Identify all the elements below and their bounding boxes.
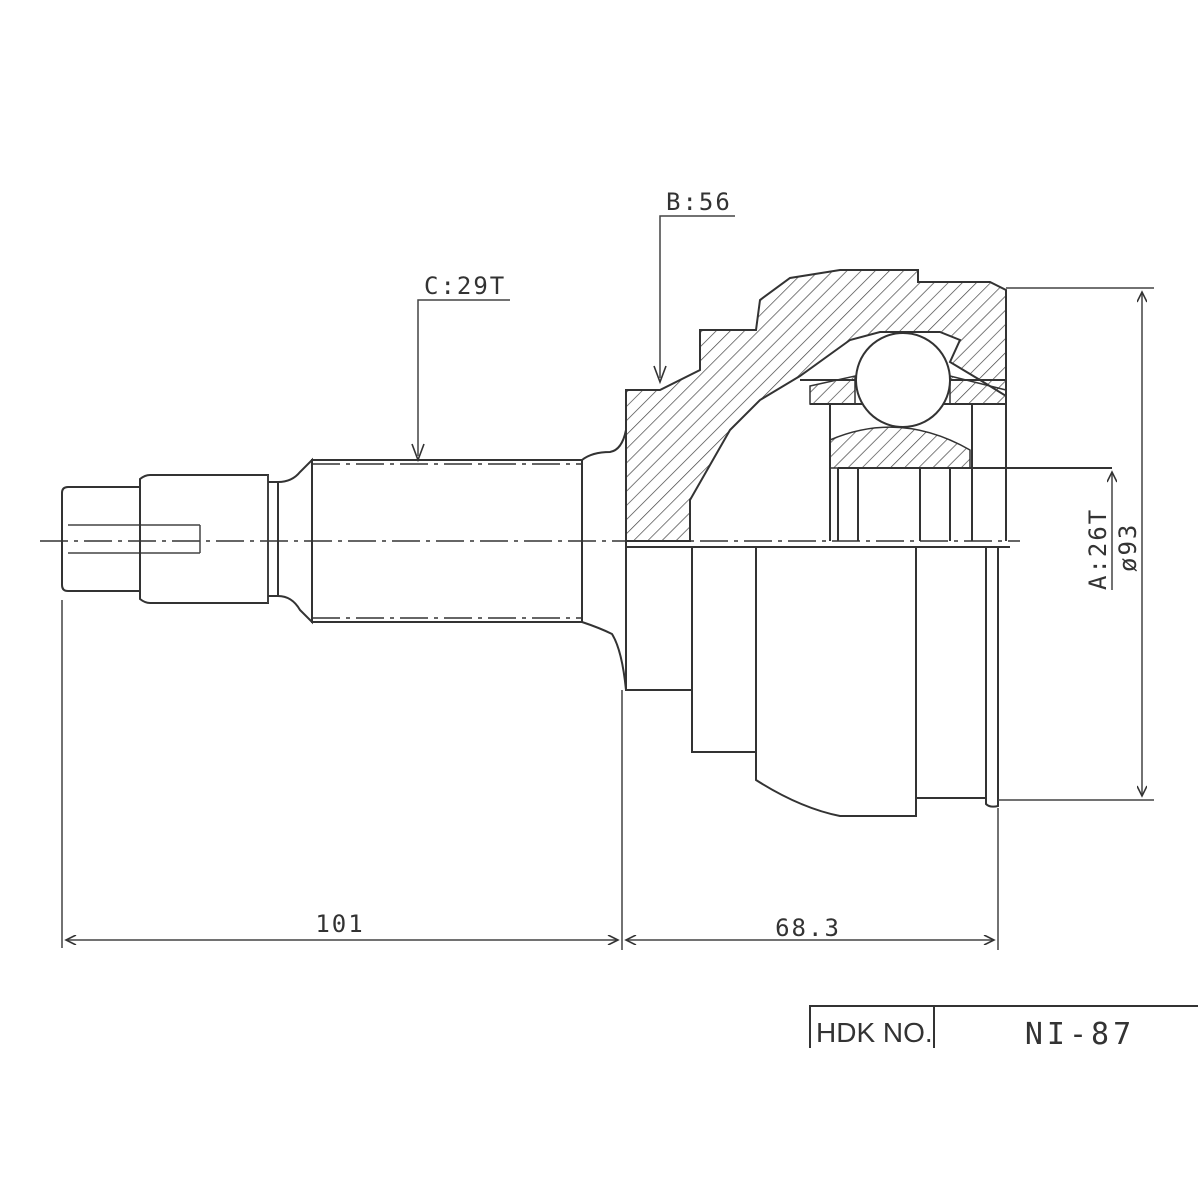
callout-b: B:56 [653,188,735,385]
housing-outline [625,541,1010,817]
diameter-dimensions: A:26T ø93 [998,287,1154,801]
housing-section [625,269,1112,542]
title-block: HDK NO. NI-87 [809,1005,1198,1052]
splined-shaft [311,429,627,691]
length-dimensions: 101 68.3 [61,600,999,950]
part-number: NI-87 [1025,1017,1135,1052]
dimension-68-3: 68.3 [775,914,841,942]
dimension-101: 101 [315,910,364,938]
title-block-label: HDK NO. [816,1017,933,1048]
callout-c-label: C:29T [424,272,506,300]
callout-b-label: B:56 [666,188,732,216]
callout-a-label: A:26T [1084,508,1112,590]
outer-diameter-label: ø93 [1114,523,1142,572]
callout-c: C:29T [411,272,510,463]
stub-shaft [61,457,313,625]
